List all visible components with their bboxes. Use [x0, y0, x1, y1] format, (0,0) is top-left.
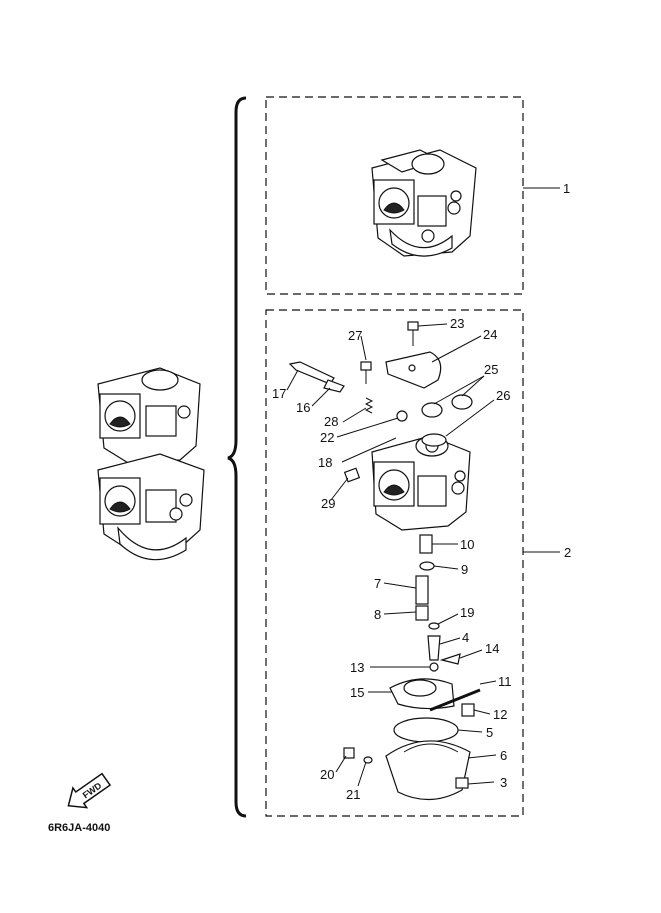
small-parts [288, 321, 481, 801]
callout-8: 8 [374, 607, 381, 622]
callout-14: 14 [485, 641, 499, 656]
callout-23: 23 [450, 316, 464, 331]
callout-12: 12 [493, 707, 507, 722]
callout-11: 11 [498, 674, 512, 689]
callout-9: 9 [461, 562, 468, 577]
callout-29: 29 [321, 496, 335, 511]
callout-19: 19 [460, 605, 474, 620]
group-brace [227, 96, 247, 818]
callout-3: 3 [500, 775, 507, 790]
callout-16: 16 [296, 400, 310, 415]
carburetor-body [371, 435, 471, 531]
callout-5: 5 [486, 725, 493, 740]
callout-1: 1 [563, 181, 570, 196]
callout-6: 6 [500, 748, 507, 763]
callout-24: 24 [483, 327, 497, 342]
callout-17: 17 [272, 386, 286, 401]
callout-21: 21 [346, 787, 360, 802]
callout-10: 10 [460, 537, 474, 552]
callout-27: 27 [348, 328, 362, 343]
callout-7: 7 [374, 576, 381, 591]
callout-28: 28 [324, 414, 338, 429]
carburetor-assembly-top [371, 149, 477, 257]
callout-18: 18 [318, 455, 332, 470]
figure-code: 6R6JA-4040 [48, 822, 110, 834]
callout-26: 26 [496, 388, 510, 403]
assembly-box-top [265, 96, 524, 295]
callout-25: 25 [484, 362, 498, 377]
callout-20: 20 [320, 767, 334, 782]
callout-2: 2 [564, 545, 571, 560]
assembly-box-bottom [265, 309, 524, 817]
callout-22: 22 [320, 430, 334, 445]
carburetor-pair-left [97, 367, 205, 561]
fwd-arrow-icon: FWD [67, 772, 112, 809]
callout-labels: 1 2 3 4 5 6 7 8 9 10 11 12 13 14 15 16 1… [272, 181, 571, 802]
callout-4: 4 [462, 630, 469, 645]
callout-leaders [286, 323, 497, 787]
callout-13: 13 [350, 660, 364, 675]
callout-15: 15 [350, 685, 364, 700]
